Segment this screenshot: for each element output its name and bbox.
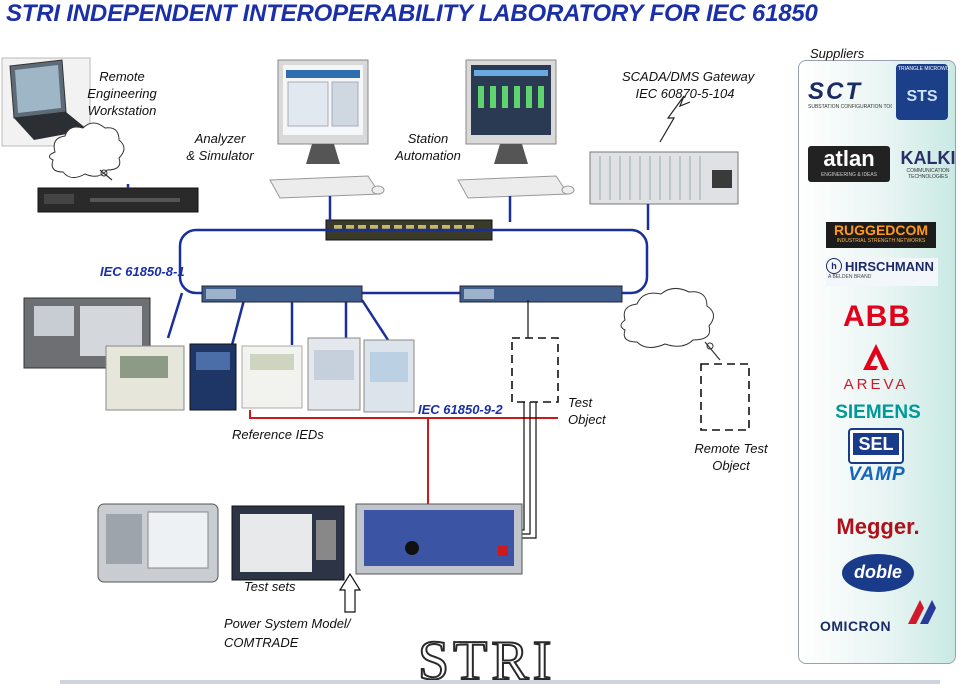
ied-relay-icon [307, 337, 361, 411]
analyzer-rack-icon [37, 187, 199, 213]
suppliers-label: Suppliers [810, 46, 865, 61]
abb-logo: ABB [843, 300, 911, 333]
ied-relay-icon [189, 343, 237, 411]
up-arrow-icon [338, 572, 362, 613]
vamp-logo: VAMP [848, 464, 906, 485]
iec-61850-8-1-label: IEC 61850-8-1 [100, 264, 185, 279]
footer-rule [60, 680, 940, 684]
test-set-icon [355, 503, 523, 575]
remote-test-object-box [700, 363, 750, 431]
sel-logo: SEL [848, 428, 904, 464]
atlan-logo: atlan ENGINEERING & IDEAS [808, 146, 890, 182]
sct-logo: SCT SUBSTATION CONFIGURATION TOOL [808, 78, 892, 111]
ied-relay-icon [363, 339, 415, 413]
triangle-microworks-logo: TRIANGLE MICROWORKS STS [896, 64, 950, 120]
test-set-icon [231, 505, 345, 581]
test-sets-label: Test sets [244, 579, 296, 594]
page-title: STRI INDEPENDENT INTEROPERABILITY LABORA… [6, 0, 818, 27]
workstation-icon [457, 59, 575, 199]
cloud-icon [620, 288, 714, 348]
station-bus-loop [178, 228, 649, 295]
antenna-icon [659, 95, 691, 143]
ruggedcom-logo: RUGGEDCOM INDUSTRIAL STRENGTH NETWORKS [826, 222, 936, 248]
areva-a-icon [863, 344, 889, 370]
siemens-logo: SIEMENS [835, 402, 921, 423]
hirschmann-logo: h HIRSCHMANN A BELDEN BRAND [826, 258, 938, 286]
areva-logo: AREVA [836, 342, 916, 393]
cloud-icon [49, 122, 125, 178]
reference-ieds-label: Reference IEDs [232, 427, 324, 442]
laptop-icon [1, 57, 91, 147]
analyzer-simulator-label: Analyzer & Simulator [186, 131, 254, 163]
gateway-rack-icon [589, 151, 739, 205]
remote-test-object-label: Remote Test Object [694, 441, 768, 473]
ied-relay-icon [241, 345, 303, 409]
test-object-label: Test Object [568, 395, 606, 427]
power-system-model-label: Power System Model/ COMTRADE [224, 616, 351, 650]
station-automation-label: Station Automation [395, 131, 461, 163]
ied-relay-icon [105, 345, 185, 411]
hirschmann-h-icon: h [826, 258, 842, 274]
scada-gateway-label: SCADA/DMS Gateway IEC 60870-5-104 [622, 69, 755, 101]
station-bus-drops [126, 184, 650, 346]
workstation-icon [269, 59, 385, 199]
edge-switch-icon [201, 285, 363, 303]
doble-logo: doble [842, 554, 914, 592]
omicron-mark-icon [908, 600, 936, 624]
kalki-logo: KALKI COMMUNICATION TECHNOLOGIES [900, 148, 956, 180]
iec-61850-9-2-label: IEC 61850-9-2 [418, 402, 503, 417]
remote-engineering-label: Remote Engineering Workstation [87, 69, 157, 118]
test-set-icon [97, 503, 219, 583]
omicron-logo: OMICRON [820, 596, 946, 636]
process-bus-lines [249, 410, 558, 506]
test-object-box [511, 337, 559, 403]
edge-switch-icon [459, 285, 623, 303]
megger-logo: Megger. [836, 514, 920, 539]
